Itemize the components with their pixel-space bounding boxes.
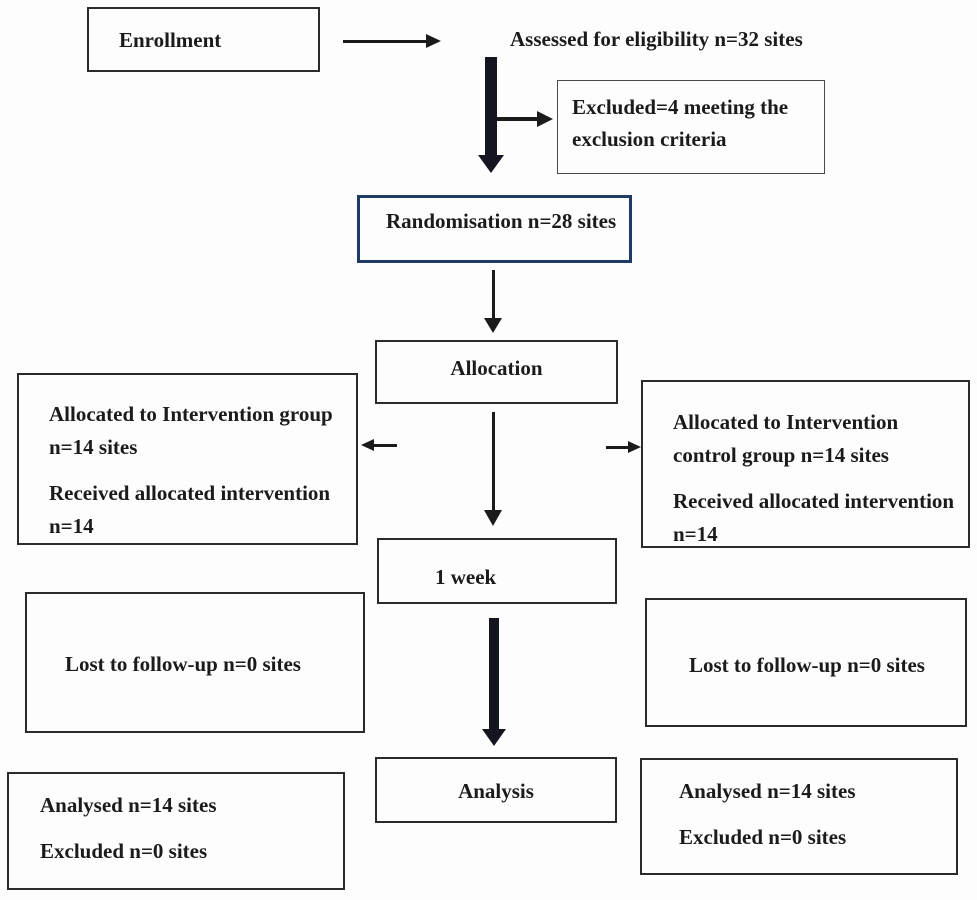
- allocated-control-box: Allocated to Intervention control group …: [641, 380, 970, 548]
- randomisation-box: Randomisation n=28 sites: [357, 195, 632, 263]
- analysed-right-text-2: Excluded n=0 sites: [679, 824, 847, 849]
- analysed-left-text-2: Excluded n=0 sites: [40, 838, 208, 863]
- allocated-control-text-2: Received allocated intervention n=14: [673, 489, 955, 546]
- arrow-oneweek-to-analysis-head: [482, 729, 506, 746]
- analysis-box: Analysis: [375, 757, 617, 823]
- analysis-label: Analysis: [458, 779, 534, 803]
- arrow-randomisation-to-allocation-head: [484, 318, 502, 333]
- enrollment-label: Enrollment: [119, 28, 222, 52]
- assessed-eligibility-label: Assessed for eligibility n=32 sites: [510, 27, 803, 51]
- analysed-right-text-1: Analysed n=14 sites: [679, 779, 856, 803]
- arrow-enrollment-to-assessed-head: [426, 34, 441, 48]
- lost-followup-right-box: Lost to follow-up n=0 sites: [645, 598, 967, 727]
- analysed-left-text-1: Analysed n=14 sites: [40, 793, 217, 817]
- one-week-box: 1 week: [377, 538, 617, 604]
- analysed-left-box: Analysed n=14 sites Excluded n=0 sites: [7, 772, 345, 890]
- allocated-intervention-box: Allocated to Intervention group n=14 sit…: [17, 373, 358, 545]
- arrow-enrollment-to-assessed-line: [343, 40, 427, 43]
- lost-followup-right-label: Lost to follow-up n=0 sites: [689, 653, 925, 677]
- allocated-intervention-text-2: Received allocated intervention n=14: [49, 481, 331, 538]
- arrow-allocation-to-oneweek-head: [484, 510, 502, 526]
- arrow-to-excluded-line: [497, 117, 538, 121]
- allocation-label: Allocation: [450, 356, 543, 380]
- lost-followup-left-box: Lost to follow-up n=0 sites: [25, 592, 365, 733]
- analysed-right-box: Analysed n=14 sites Excluded n=0 sites: [640, 758, 958, 875]
- randomisation-label: Randomisation n=28 sites: [386, 209, 617, 233]
- arrow-assessed-to-randomisation-line: [485, 57, 497, 156]
- arrow-to-control-group-line: [606, 446, 630, 449]
- arrow-to-intervention-group-head: [361, 439, 374, 451]
- lost-followup-left-label: Lost to follow-up n=0 sites: [65, 652, 301, 676]
- arrow-oneweek-to-analysis-line: [489, 618, 499, 730]
- arrow-allocation-to-oneweek-line: [492, 412, 495, 511]
- arrow-to-intervention-group-line: [373, 444, 397, 447]
- allocated-control-text-1: Allocated to Intervention control group …: [673, 410, 899, 467]
- one-week-label: 1 week: [435, 565, 497, 589]
- arrow-to-control-group-head: [628, 441, 641, 453]
- excluded-label: Excluded=4 meeting the exclusion criteri…: [572, 95, 789, 151]
- allocated-intervention-text-1: Allocated to Intervention group n=14 sit…: [49, 402, 333, 459]
- arrow-assessed-to-randomisation-head: [478, 155, 504, 173]
- excluded-box: Excluded=4 meeting the exclusion criteri…: [557, 80, 825, 174]
- arrow-randomisation-to-allocation-line: [492, 270, 495, 319]
- enrollment-box: Enrollment: [87, 7, 320, 72]
- allocation-box: Allocation: [375, 340, 618, 404]
- arrow-to-excluded-head: [537, 111, 553, 127]
